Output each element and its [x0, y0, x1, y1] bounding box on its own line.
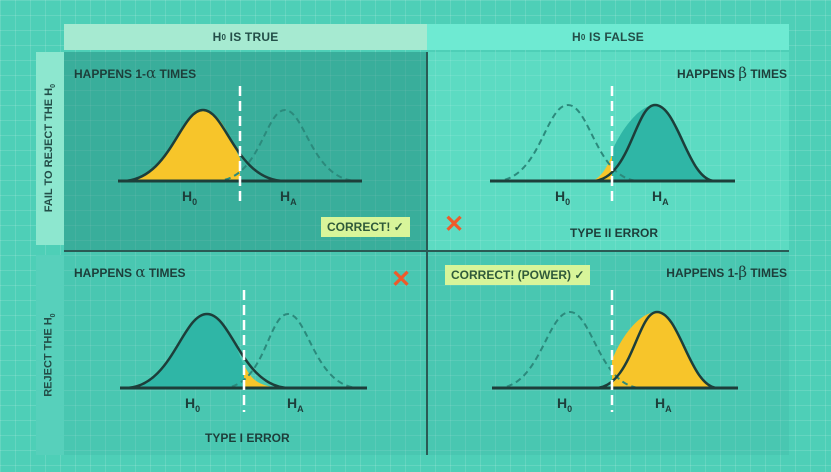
label-sub: 0 — [192, 196, 198, 207]
label-sub: 0 — [565, 196, 571, 207]
happens-text: HAPPENS β TIMES — [677, 64, 787, 82]
ha-label: HA — [655, 395, 672, 414]
cell-type-ii-error — [428, 52, 789, 250]
h0-label: H0 — [182, 188, 197, 207]
cell-correct-power — [428, 252, 789, 455]
label-sub: 0 — [195, 403, 201, 414]
label-sub: A — [662, 196, 669, 207]
label-sub: A — [297, 403, 304, 414]
ha-label: HA — [652, 188, 669, 207]
grid-divider-vertical — [426, 52, 428, 455]
ha-curve — [591, 103, 716, 183]
label-h: H — [287, 395, 298, 411]
beta-symbol: β — [738, 263, 747, 281]
header-suffix: IS FALSE — [585, 30, 644, 44]
h0-curve — [124, 312, 291, 390]
happens-prefix: HAPPENS 1- — [74, 67, 147, 81]
happens-text: HAPPENS α TIMES — [74, 263, 186, 281]
alpha-area-highlight — [244, 365, 290, 388]
h0-label: H0 — [557, 395, 572, 414]
happens-suffix: TIMES — [156, 67, 197, 81]
beta-symbol: β — [738, 64, 747, 82]
happens-prefix: HAPPENS — [74, 266, 136, 280]
happens-text: HAPPENS 1-β TIMES — [666, 263, 787, 281]
alpha-symbol: α — [146, 64, 157, 82]
label-sub: A — [290, 196, 297, 207]
happens-suffix: TIMES — [746, 67, 787, 81]
beta-area-highlight — [592, 155, 612, 181]
h0-label: H0 — [185, 395, 200, 414]
label-h: H — [652, 188, 663, 204]
label-h: H — [557, 395, 568, 411]
error-x-icon: ✕ — [391, 266, 412, 293]
label-h: H — [185, 395, 196, 411]
power-area-highlight — [612, 312, 718, 388]
label-h: H — [655, 395, 666, 411]
happens-prefix: HAPPENS — [676, 67, 739, 81]
h0-area-highlight — [122, 110, 240, 181]
ha-label: HA — [280, 188, 297, 207]
label-sub: A — [665, 403, 672, 414]
error-x-icon: ✕ — [444, 211, 465, 238]
header-suffix: IS TRUE — [226, 30, 279, 44]
label-h: H — [182, 188, 193, 204]
happens-prefix: HAPPENS 1- — [666, 266, 739, 280]
header-h: H — [212, 30, 222, 44]
header-sub: 0 — [221, 32, 227, 42]
h0-curve — [121, 108, 286, 183]
correct-power-badge: CORRECT! (POWER) ✓ — [445, 265, 591, 285]
ha-curve-dashed — [221, 312, 361, 389]
happens-suffix: TIMES — [145, 266, 186, 280]
happens-suffix: TIMES — [746, 266, 787, 280]
h0-label: H0 — [555, 188, 570, 207]
type-i-error-label: TYPE I ERROR — [205, 431, 290, 445]
h0-curve-dashed — [494, 103, 641, 182]
grid-divider-horizontal — [64, 250, 789, 252]
label-h: H — [555, 188, 566, 204]
label-sub: 0 — [567, 403, 573, 414]
ha-curve-dashed — [214, 108, 359, 182]
row-label-reject: REJECT THE H0 — [36, 255, 64, 455]
correct-badge: CORRECT! ✓ — [321, 217, 410, 237]
ha-label: HA — [287, 395, 304, 414]
happens-text: HAPPENS 1-α TIMES — [74, 64, 196, 82]
header-h: H — [571, 30, 581, 44]
type-ii-error-label: TYPE II ERROR — [570, 226, 659, 240]
h0-area-teal — [125, 314, 244, 388]
alpha-symbol: α — [135, 263, 146, 281]
row-label-fail-to-reject: FAIL TO REJECT THE H0 — [36, 52, 64, 245]
label-h: H — [280, 188, 291, 204]
header-sub: 0 — [580, 32, 586, 42]
ha-curve — [594, 310, 719, 390]
